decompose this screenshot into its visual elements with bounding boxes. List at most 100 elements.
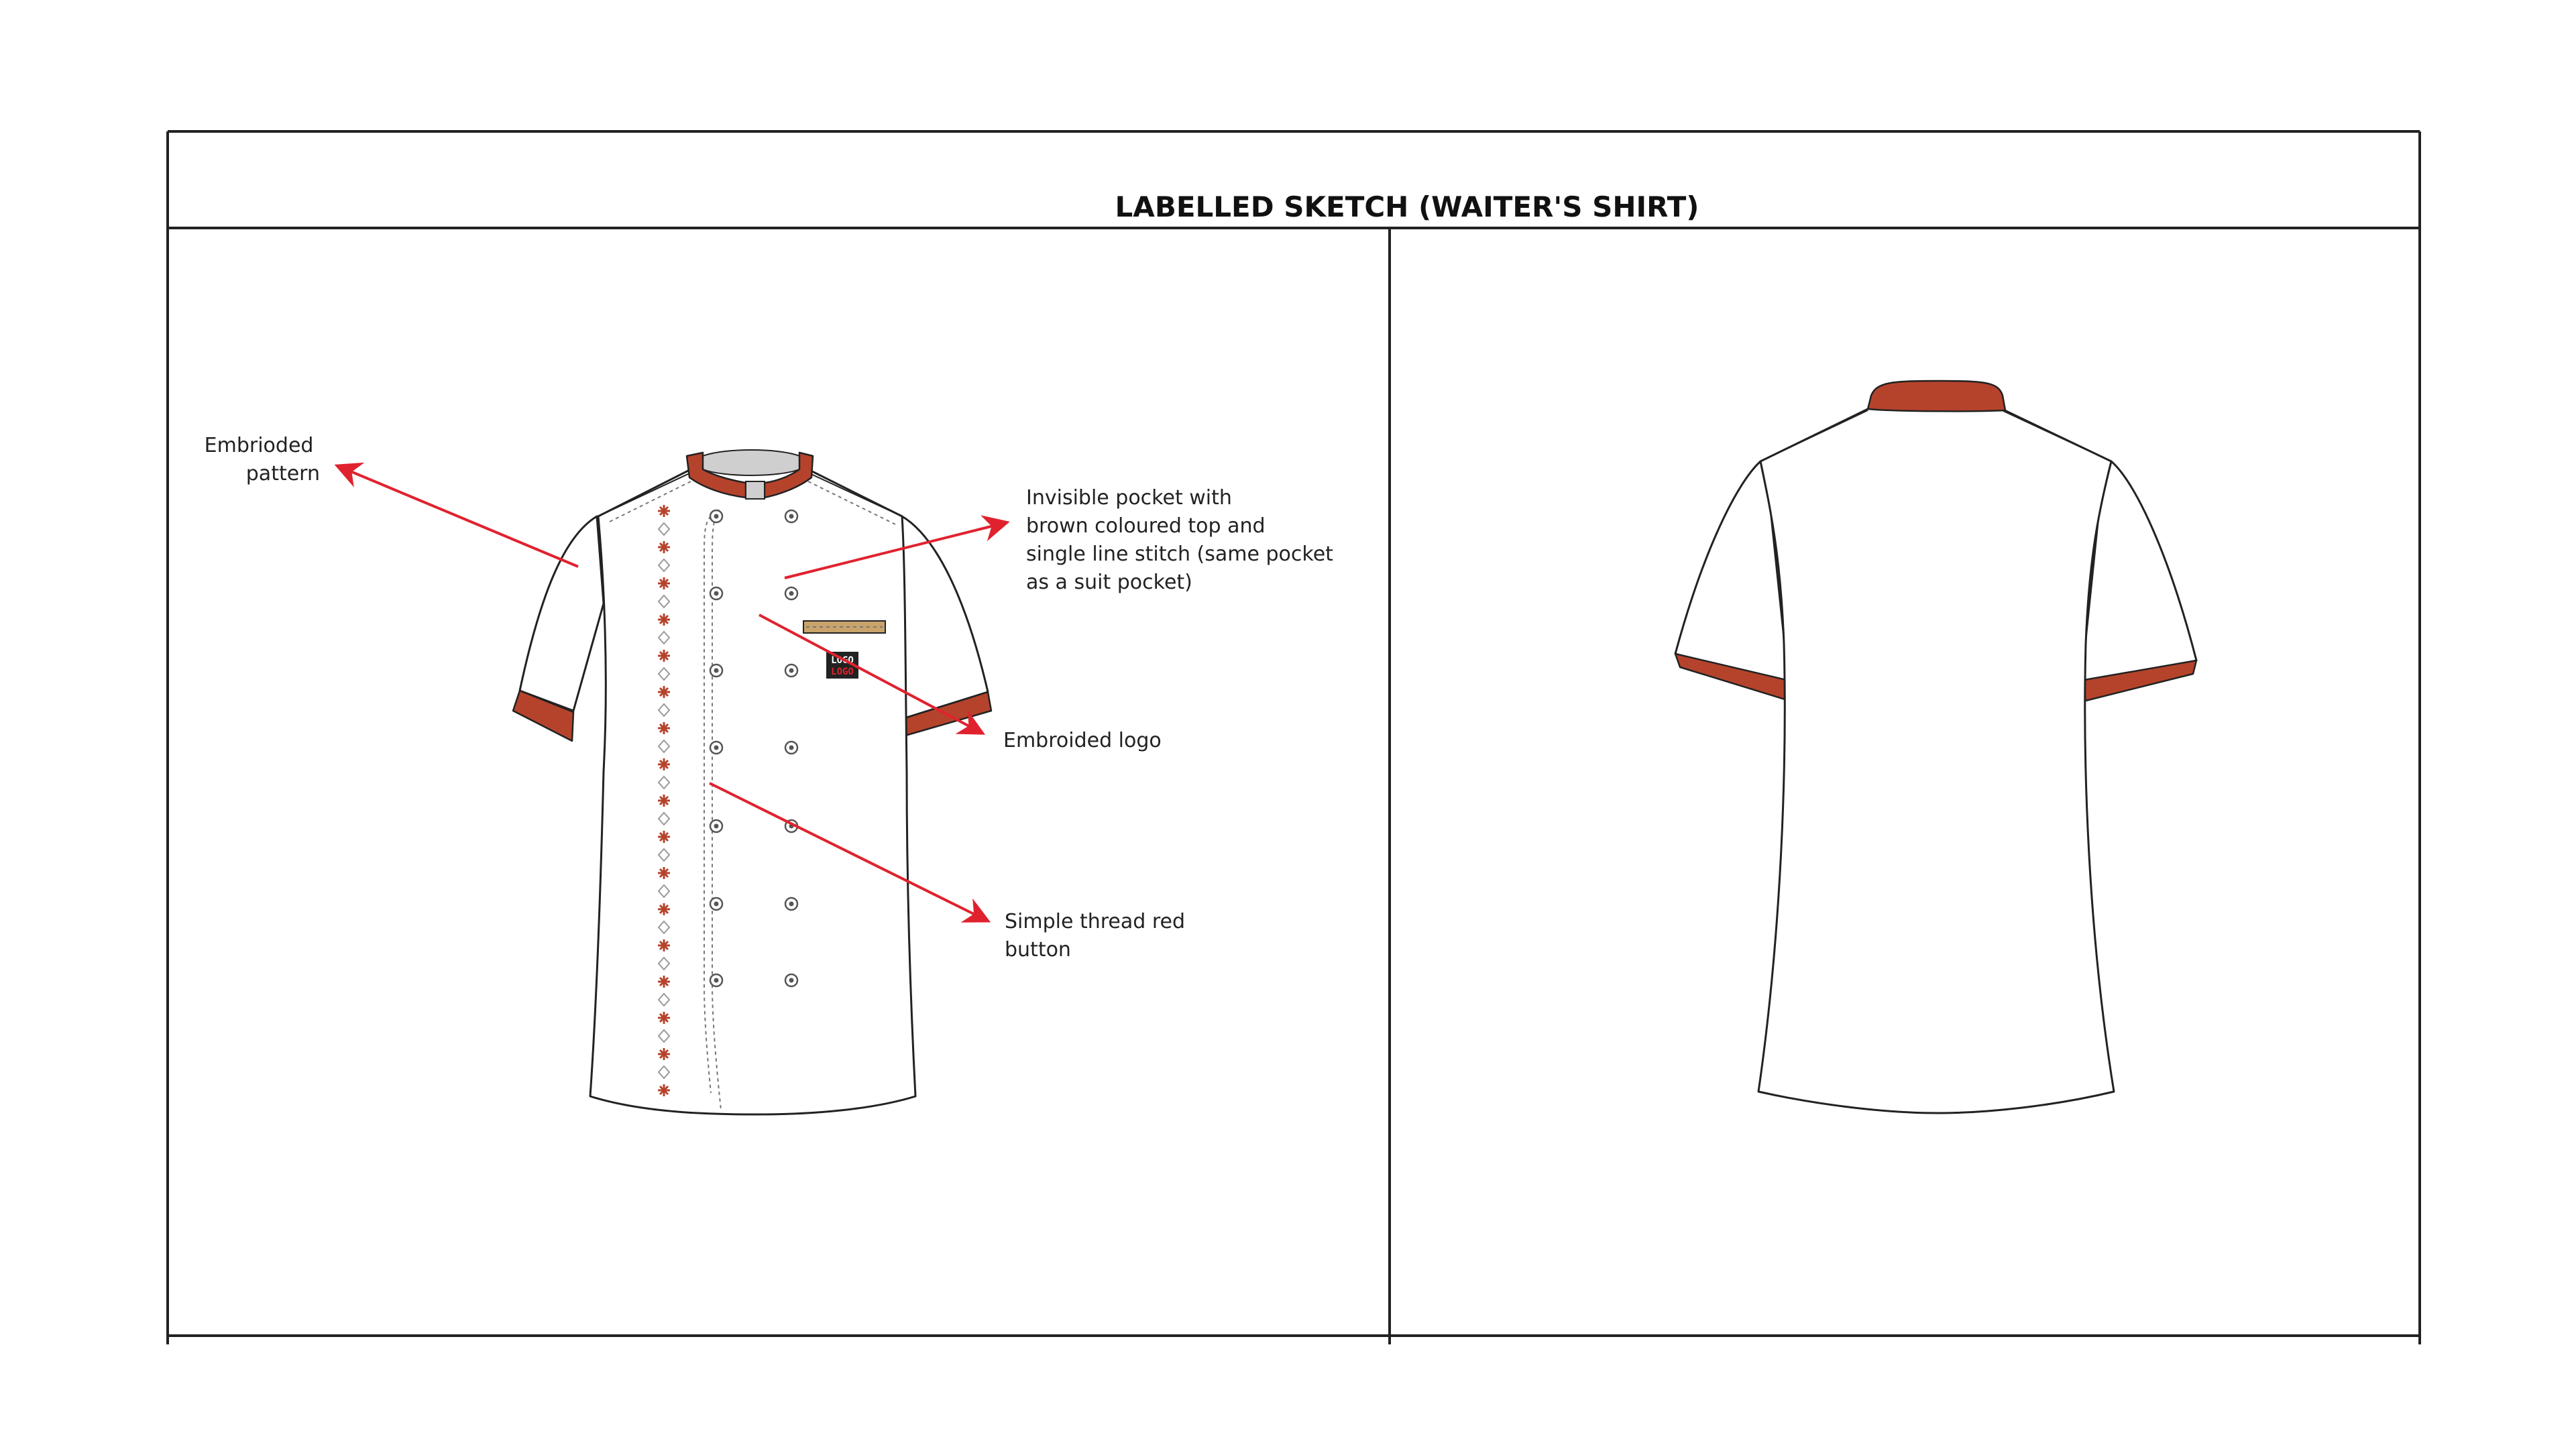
front-shoulder-seam-left bbox=[598, 472, 691, 517]
shirt-button bbox=[709, 896, 724, 911]
embroidery-diamond-motif bbox=[657, 956, 671, 971]
page-title: LABELLED SKETCH (WAITER'S SHIRT) bbox=[1115, 190, 1699, 223]
embroidery-diamond-stroke bbox=[657, 775, 671, 790]
embroidery-diamond-stroke bbox=[657, 703, 671, 717]
embroidery-cross-stroke bbox=[658, 650, 670, 662]
shirt-button-thread bbox=[789, 745, 794, 750]
shirt-button-thread bbox=[789, 514, 794, 519]
front-buttons bbox=[709, 509, 799, 988]
label-embroidered-logo-line-1: Embroided logo bbox=[1003, 729, 1162, 752]
embroidery-cross-stroke bbox=[658, 939, 670, 951]
shirt-button bbox=[709, 740, 724, 755]
front-view-shirt: LOGO LOGO bbox=[512, 449, 993, 1116]
annotation-labels: Embrioded pattern Invisible pocket with … bbox=[205, 434, 1339, 962]
embroidery-cross-motif bbox=[658, 867, 670, 879]
label-embroidered-pattern: Embrioded pattern bbox=[205, 434, 320, 485]
shirt-button-thread bbox=[714, 591, 719, 596]
shirt-button bbox=[784, 740, 799, 755]
embroidery-cross-motif bbox=[658, 903, 670, 915]
shirt-button-thread bbox=[714, 668, 719, 673]
embroidery-cross-motif bbox=[658, 686, 670, 698]
embroidery-diamond-stroke bbox=[657, 594, 671, 609]
shirt-button bbox=[784, 509, 799, 524]
embroidery-diamond-motif bbox=[657, 630, 671, 645]
embroidery-cross-stroke bbox=[658, 541, 670, 553]
front-placket-stitch bbox=[704, 516, 712, 1094]
embroidery-cross-motif bbox=[658, 1012, 670, 1024]
front-shoulder-stitch-left bbox=[606, 481, 691, 524]
shirt-button bbox=[709, 663, 724, 678]
embroidery-cross-stroke bbox=[658, 903, 670, 915]
embroidery-cross-stroke bbox=[658, 722, 670, 734]
arrow-embroidered-pattern bbox=[334, 462, 579, 568]
front-left-cuff bbox=[512, 689, 575, 742]
label-thread-button-line-2: button bbox=[1005, 938, 1071, 962]
front-collar-neck bbox=[745, 481, 765, 500]
embroidery-cross-motif bbox=[658, 976, 670, 988]
embroidery-cross-motif bbox=[658, 505, 670, 517]
embroidery-diamond-motif bbox=[657, 811, 671, 826]
shirt-button-thread bbox=[714, 978, 719, 983]
label-embroidered-pattern-line-1: Embrioded bbox=[205, 434, 314, 457]
embroidery-diamond-stroke bbox=[657, 956, 671, 971]
embroidery-cross-stroke bbox=[658, 795, 670, 807]
back-shoulder-seam-left bbox=[1760, 410, 1868, 462]
shirt-button bbox=[784, 896, 799, 911]
shirt-button bbox=[784, 663, 799, 678]
label-invisible-pocket-line-4: as a suit pocket) bbox=[1026, 571, 1192, 594]
arrow-thread-button bbox=[709, 782, 991, 923]
shirt-button bbox=[784, 586, 799, 601]
embroidery-cross-stroke bbox=[658, 577, 670, 589]
shirt-button-thread bbox=[789, 901, 794, 907]
embroidery-cross-motif bbox=[658, 795, 670, 807]
embroidery-diamond-stroke bbox=[657, 666, 671, 681]
embroidery-diamond-stroke bbox=[657, 811, 671, 826]
embroidery-cross-stroke bbox=[658, 1012, 670, 1024]
embroidery-diamond-motif bbox=[657, 739, 671, 754]
embroidery-diamond-stroke bbox=[657, 884, 671, 899]
embroidery-diamond-stroke bbox=[657, 739, 671, 754]
label-embroidered-logo: Embroided logo bbox=[1003, 729, 1162, 752]
label-thread-button: Simple thread red button bbox=[1005, 910, 1192, 962]
embroidery-diamond-stroke bbox=[657, 1029, 671, 1043]
embroidery-cross-motif bbox=[658, 1084, 670, 1096]
embroidery-diamond-motif bbox=[657, 703, 671, 717]
back-shoulder-seam-right bbox=[2001, 410, 2112, 462]
back-collar bbox=[1866, 380, 2007, 412]
arrow-embroidered-logo bbox=[759, 614, 986, 735]
front-shoulder-stitch-right bbox=[807, 481, 896, 525]
embroidery-cross-motif bbox=[658, 650, 670, 662]
shirt-button bbox=[709, 509, 724, 524]
embroidery-diamond-motif bbox=[657, 1065, 671, 1080]
embroidery-diamond-stroke bbox=[657, 992, 671, 1007]
front-placket-stitch-2 bbox=[712, 509, 722, 1110]
embroidery-cross-stroke bbox=[658, 686, 670, 698]
label-invisible-pocket-line-2: brown coloured top and bbox=[1026, 514, 1266, 538]
embroidery-cross-motif bbox=[658, 541, 670, 553]
embroidery-cross-motif bbox=[658, 577, 670, 589]
embroidery-cross-stroke bbox=[658, 1084, 670, 1096]
shirt-button-thread bbox=[789, 591, 794, 596]
embroidery-diamond-motif bbox=[657, 775, 671, 790]
embroidery-diamond-motif bbox=[657, 666, 671, 681]
embroidery-diamond-motif bbox=[657, 1029, 671, 1043]
front-body bbox=[589, 468, 917, 1116]
shirt-button-thread bbox=[714, 514, 719, 519]
label-invisible-pocket: Invisible pocket with brown coloured top… bbox=[1026, 486, 1339, 594]
embroidery-cross-stroke bbox=[658, 614, 670, 626]
embroidery-cross-motif bbox=[658, 939, 670, 951]
embroidery-diamond-stroke bbox=[657, 630, 671, 645]
label-thread-button-line-1: Simple thread red bbox=[1005, 910, 1185, 933]
embroidery-cross-stroke bbox=[658, 976, 670, 988]
shirt-button-thread bbox=[714, 823, 719, 829]
shirt-button bbox=[709, 586, 724, 601]
shirt-button-thread bbox=[714, 745, 719, 750]
embroidery-cross-stroke bbox=[658, 1048, 670, 1060]
front-shoulder-seam-right bbox=[807, 472, 903, 517]
table-frame bbox=[166, 130, 2421, 1344]
embroidery-diamond-motif bbox=[657, 594, 671, 609]
shirt-button bbox=[709, 973, 724, 988]
embroidery-cross-stroke bbox=[658, 831, 670, 843]
embroidery-column bbox=[657, 505, 671, 1096]
